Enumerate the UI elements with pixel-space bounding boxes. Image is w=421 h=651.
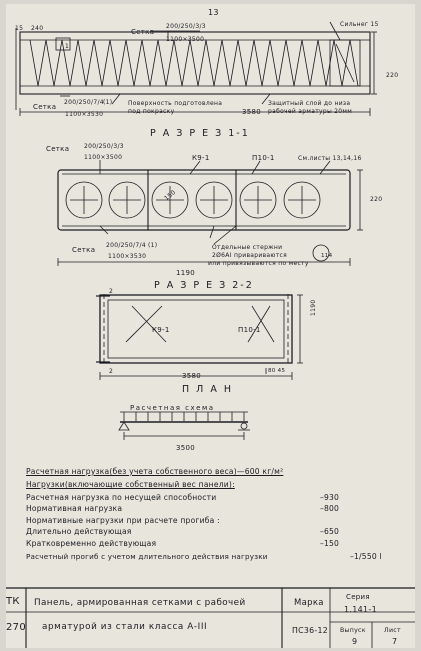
drawing-lines [6,21,415,648]
height-220: 220 [386,72,399,79]
mesh-top-label: Сетка [131,28,155,36]
mesh-top-spec-2: 200/250/3/3 [84,143,124,150]
title-block-code-bottom: 270 [6,622,26,633]
page-number: 13 [208,8,219,17]
load-label: Нормативная нагрузка [26,504,123,513]
mesh-top-size: 1100×3500 [166,36,205,43]
load-label: Длительно действующая [26,527,132,536]
mesh-bottom-index: (1) [103,99,113,106]
load-label: Кратковременно действующая [26,539,157,548]
plan-width-1190: 1190 [310,299,317,316]
length-3580: 3580 [242,108,262,116]
calc-scheme-title: Расчетная схема [130,404,215,412]
title-description-2: арматурой из стали класса А-III [42,622,208,632]
mark-value: ПС36-12 [292,626,329,635]
load-value: –150 [320,539,340,548]
surface-note-2: под покраску [128,108,175,115]
mesh-bottom-label-2: Сетка [72,246,96,254]
title-block-code-top: ТК [6,596,20,607]
series-value: 1.141-1 [344,605,377,614]
mesh-bottom-size: 1100×3530 [65,111,104,118]
plan-dim-small: 80 45 [268,368,286,374]
plan-length-3580: 3580 [182,372,202,380]
mesh-top-spec: 200/250/3/3 [166,23,206,30]
cover-note-1: Защитный слой до низа [268,100,351,107]
calc-scheme-drawing [118,411,250,440]
section-2-2-drawing [57,160,363,266]
plan-frame-p10: П10-1 [238,326,261,334]
node-label: Сильнег 15 [340,21,379,28]
mesh-bottom-index-2: (1) [148,242,158,249]
title-description-1: Панель, армированная сетками с рабочей [34,598,246,608]
section-1-1-drawing [15,21,377,116]
calc-scheme-span: 3500 [176,444,196,452]
title-block-lines [6,587,415,648]
section-2-title: Р А З Р Е З 2-2 [154,280,254,291]
height-220-s2: 220 [370,196,383,203]
surface-note-1: Поверхность подготовлена [128,100,223,107]
load-label: Расчетная нагрузка(без учета собственног… [26,467,284,476]
mark-label: Марка [294,598,324,608]
rods-note-3: или привязываются по месту [208,260,309,267]
mesh-top-size-2: 1100×3500 [84,154,123,161]
plan-frame-k9: К9-1 [152,326,170,334]
sheet-value: 7 [392,637,398,646]
issue-label: Выпуск [340,627,366,634]
plan-title: П Л А Н [182,384,233,395]
rods-note-2: 2Ø6АI привариваются [212,252,288,259]
drawing-sheet: 13 15 240 Сетка 200/250/3/3 1100×3500 Си… [6,4,415,648]
cover-note-2: рабочей арматуры 20мм [268,108,353,115]
series-label: Серия [346,593,370,601]
frame-p10-label: П10-1 [252,154,275,162]
plan-drawing [96,294,303,380]
rods-note-1: Отдельные стержни [212,244,283,251]
load-label: Расчетный прогиб с учетом длительного де… [26,552,268,561]
load-label: Нагрузки(включающие собственный вес пане… [26,480,235,489]
dim-15: 15 [15,25,24,32]
mesh-bottom-spec-2: 200/250/7/4 [106,242,146,249]
rods-ref: 114 [321,253,333,259]
mesh-top-label-2: Сетка [46,145,70,153]
mesh-bottom-label: Сетка [33,103,57,111]
section-1-title: Р А З Р Е З 1-1 [150,128,250,139]
detail-marker: 1 [65,43,70,50]
sheet-label: Лист [384,627,401,634]
mesh-bottom-spec: 200/250/7/4 [64,99,104,106]
mesh-bottom-size-2: 1100×3530 [108,253,147,260]
load-value: –1/550 l [350,552,382,561]
dim-240: 240 [31,25,44,32]
load-value: –800 [320,504,340,513]
load-value: –650 [320,527,340,536]
cut-mark-2-top: 2 [109,288,114,295]
load-label: Нормативные нагрузки при расчете прогиба… [26,516,220,525]
load-value: –930 [320,493,340,502]
cut-mark-2-bottom: 2 [109,368,114,375]
issue-value: 9 [352,637,358,646]
load-label: Расчетная нагрузка по несущей способност… [26,493,217,502]
frame-k9-label: К9-1 [192,154,210,162]
width-1190: 1190 [176,269,196,277]
sheets-ref: См.листы 13,14,16 [298,155,362,162]
